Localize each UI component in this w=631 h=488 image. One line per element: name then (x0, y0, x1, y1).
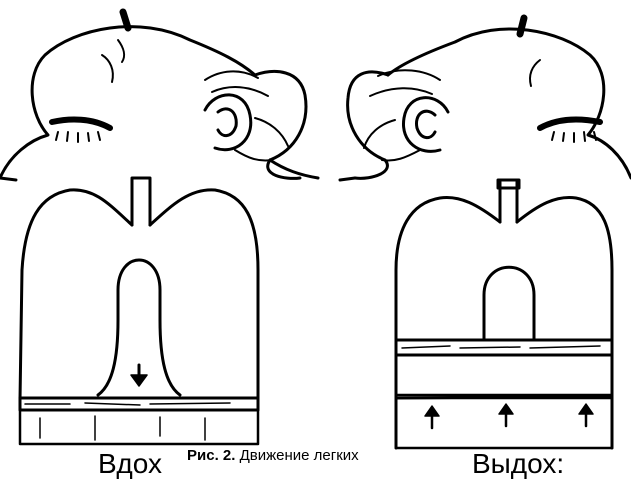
exhale-head (340, 18, 631, 180)
figure-caption-text: Движение легких (240, 447, 359, 464)
exhale-label: Выдох: (472, 448, 564, 480)
figure-caption: Рис. 2. Движение легких (187, 447, 359, 464)
exhale-panel (340, 18, 631, 448)
exhale-arrows (425, 404, 593, 428)
inhale-label: Вдох (98, 448, 162, 480)
figure-number: Рис. 2. (187, 447, 235, 464)
exhale-lungs (396, 180, 612, 448)
inhale-head (0, 12, 318, 180)
inhale-lungs (20, 178, 258, 444)
inhale-panel (0, 12, 318, 444)
